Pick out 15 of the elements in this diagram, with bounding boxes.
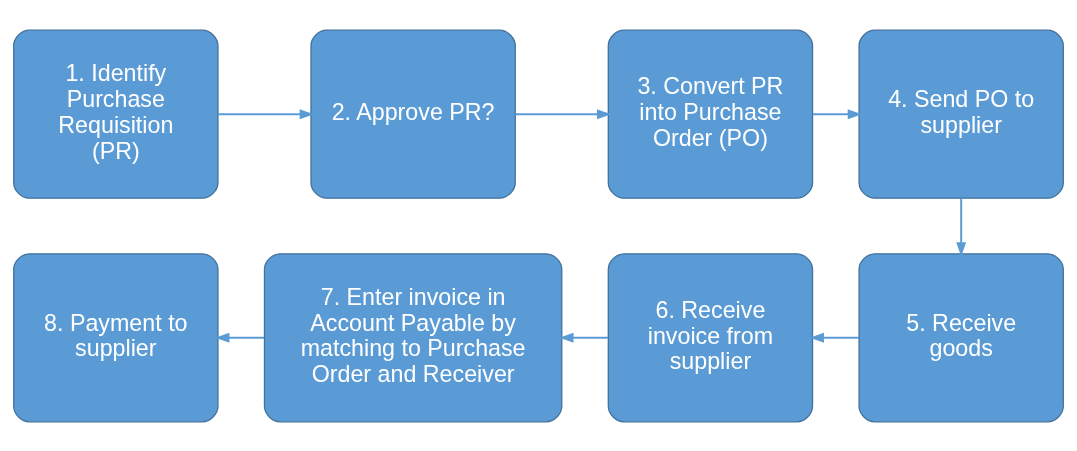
node-box: 1. Identify Purchase Requisition (PR)	[13, 29, 219, 199]
node-box: 8. Payment to supplier	[13, 252, 219, 422]
arrow	[811, 108, 862, 119]
arrow	[956, 197, 967, 256]
node-box: 6. Receive invoice from supplier	[607, 252, 814, 422]
node-box: 7. Enter invoice in Account Payable by matching to Purchase Order and Receiver	[263, 252, 563, 422]
node-box: 4. Send PO to supplier	[858, 29, 1064, 199]
arrow	[559, 332, 609, 343]
arrow	[809, 332, 860, 343]
node-box: 2. Approve PR?	[310, 29, 516, 199]
arrow	[217, 108, 314, 119]
node-box: 5. Receive goods	[858, 252, 1064, 422]
arrow	[514, 108, 612, 119]
node-box: 3. Convert PR into Purchase Order (PO)	[607, 29, 814, 199]
arrow	[215, 332, 265, 343]
